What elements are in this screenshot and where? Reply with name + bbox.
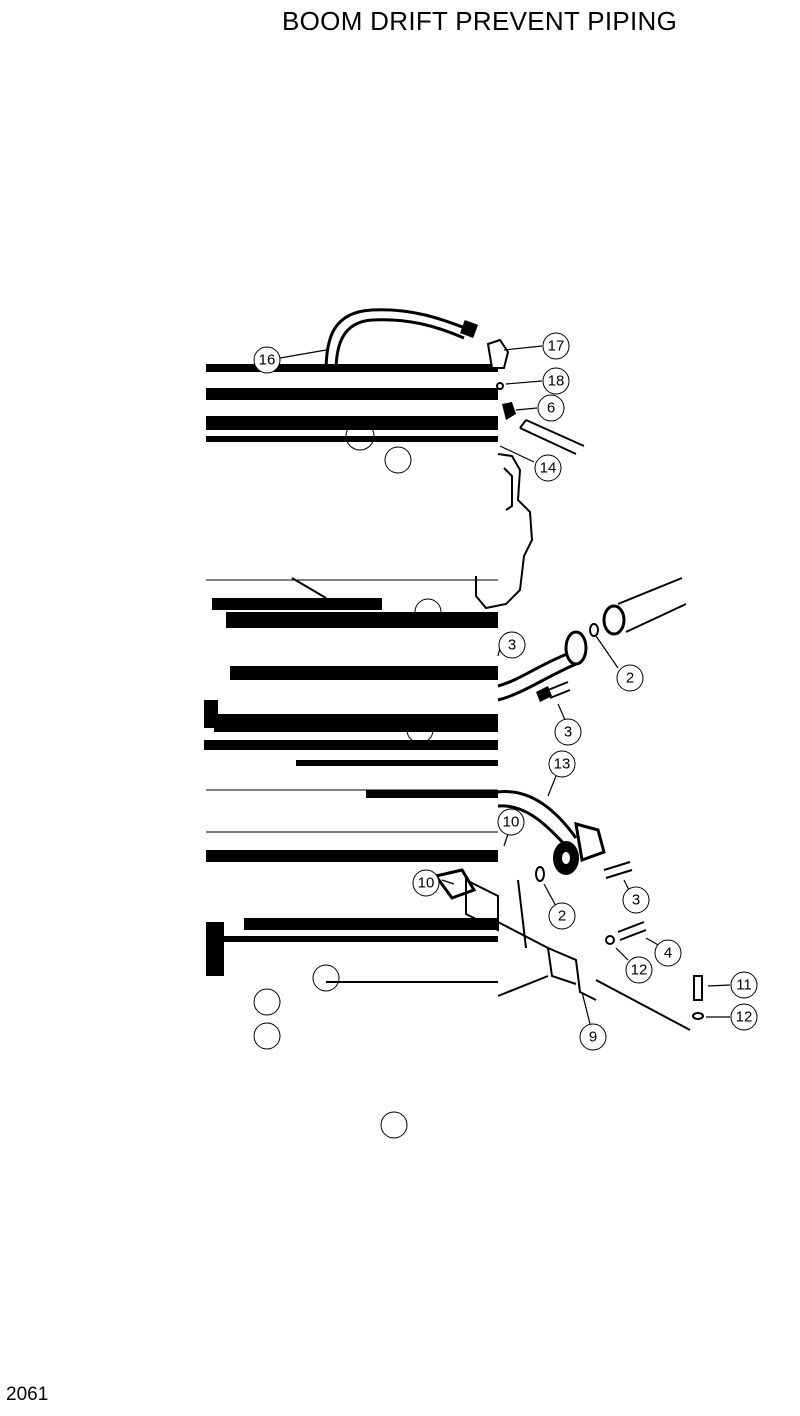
callout-14: 14 (534, 454, 562, 482)
callout-12-right: 12 (730, 1003, 758, 1031)
svg-text:6: 6 (547, 400, 555, 417)
machine-body (204, 364, 498, 1139)
svg-text:2: 2 (558, 908, 566, 925)
callout-6: 6 (537, 394, 565, 422)
svg-text:17: 17 (548, 338, 565, 355)
svg-text:4: 4 (664, 945, 672, 962)
callout-12-middle: 12 (625, 956, 653, 984)
hose-16 (324, 308, 585, 455)
callout-16: 16 (253, 346, 281, 374)
svg-text:11: 11 (736, 977, 752, 994)
callout-4: 4 (654, 939, 682, 967)
svg-text:14: 14 (540, 460, 557, 477)
svg-text:12: 12 (736, 1009, 753, 1026)
callout-9: 9 (579, 1023, 607, 1051)
callout-3-bolt: 3 (554, 718, 582, 746)
svg-text:3: 3 (508, 637, 516, 654)
svg-text:10: 10 (418, 875, 435, 892)
svg-text:10: 10 (503, 814, 520, 831)
valve-body (475, 453, 534, 610)
bracket-9 (433, 868, 691, 1031)
callout-10-lower: 10 (412, 869, 440, 897)
callout-11: 11 (730, 971, 758, 999)
callouts: 16 17 18 6 14 3 2 3 13 10 10 2 3 4 12 11… (253, 332, 758, 1051)
svg-text:3: 3 (564, 724, 572, 741)
svg-text:2: 2 (626, 670, 634, 687)
page-title: BOOM DRIFT PREVENT PIPING (282, 6, 678, 36)
callout-10-upper: 10 (497, 808, 525, 836)
svg-text:18: 18 (548, 373, 565, 390)
callout-3-upper: 3 (498, 631, 526, 659)
svg-text:9: 9 (589, 1029, 597, 1046)
page-number: 2061 (6, 1384, 49, 1405)
callout-13: 13 (548, 750, 576, 778)
svg-text:12: 12 (631, 962, 648, 979)
svg-text:16: 16 (259, 352, 276, 369)
callout-2-upper: 2 (616, 664, 644, 692)
pipe-assembly-lower (497, 790, 704, 1020)
callout-17: 17 (542, 332, 570, 360)
callout-3-lower: 3 (622, 886, 650, 914)
callout-18: 18 (542, 367, 570, 395)
svg-text:3: 3 (632, 892, 640, 909)
callout-2-lower: 2 (548, 902, 576, 930)
svg-text:13: 13 (554, 756, 571, 773)
pipe-assembly-upper (497, 577, 687, 702)
